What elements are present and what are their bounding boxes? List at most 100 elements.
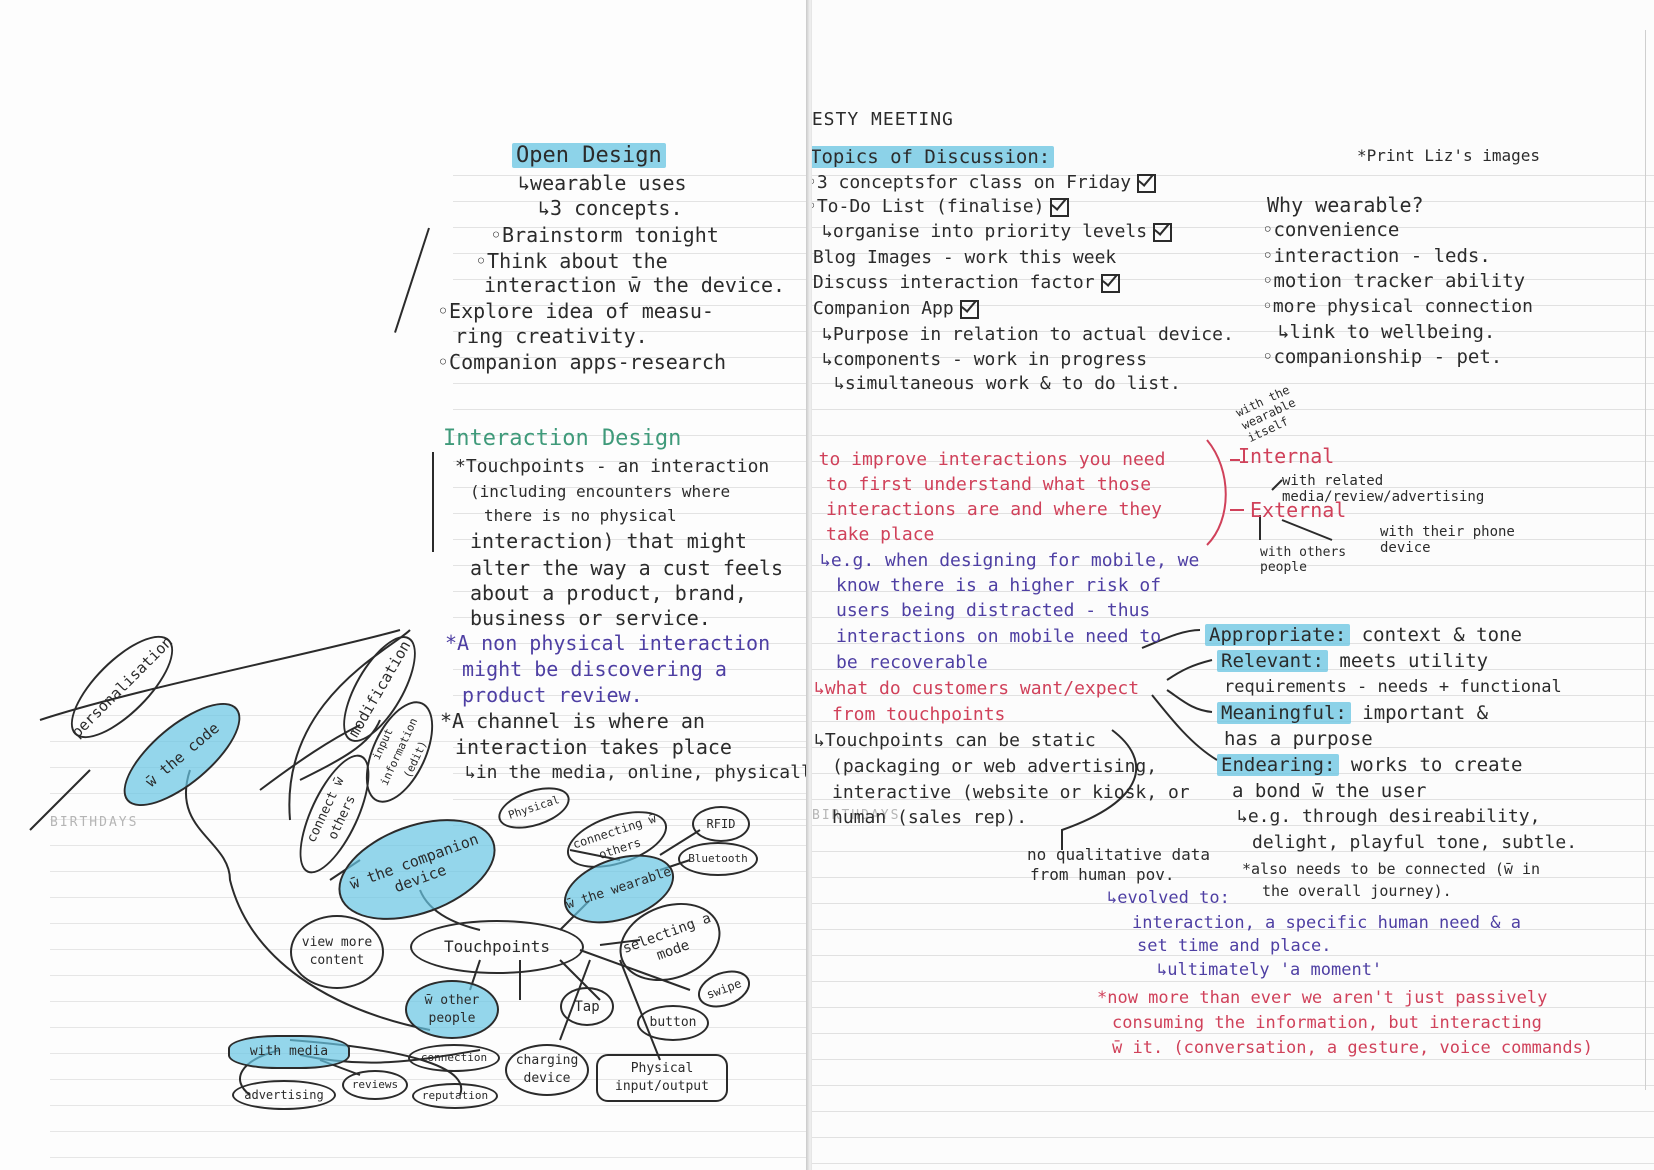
open-design-line: interaction w̄ the device.: [484, 273, 786, 297]
checkbox-checked-icon: [1137, 173, 1157, 193]
interaction-design-line: alter the way a cust feels: [470, 556, 784, 580]
external-note: with others people: [1260, 545, 1347, 575]
quality-line: *also needs to be connected (w̄ in: [1242, 860, 1541, 878]
improve-note-line: * to improve interactions you need: [812, 449, 1166, 470]
topic-item: ◦3 conceptsfor class on Friday: [812, 170, 1157, 196]
channel-line: interaction takes place: [455, 735, 732, 759]
why-wearable-item: ◦motion tracker ability: [1262, 270, 1526, 292]
topic-item: ↳Purpose in relation to actual device.: [822, 324, 1234, 345]
channel-line: ↳in the media, online, physically: [465, 762, 810, 783]
topic-item: ↳simultaneous work & to do list.: [834, 373, 1181, 394]
watermark: BIRTHDAYS: [50, 815, 139, 830]
open-design-line: ↳wearable uses: [518, 171, 687, 195]
quality-line: Appropriate: context & tone: [1205, 622, 1522, 648]
why-wearable-item: ◦more physical connection: [1262, 296, 1533, 317]
qualitative-note-line: no qualitative data: [1027, 845, 1211, 864]
interaction-design-line: (including encounters where: [470, 482, 731, 501]
evolved-line: set time and place.: [1137, 936, 1332, 956]
mindmap-node: with media: [228, 1035, 350, 1069]
notebook-binding: [806, 0, 814, 1170]
external-note: with related media/review/advertising: [1282, 473, 1485, 505]
qualitative-note-line: from human pov.: [1030, 865, 1175, 884]
quality-line: Meaningful: important &: [1217, 700, 1488, 726]
mindmap-node: w̄ other people: [405, 980, 499, 1039]
improve-note-line: to first understand what those: [826, 474, 1152, 495]
customers-want-line: ↳what do customers want/expect: [814, 678, 1140, 699]
connector-strokes: [1061, 439, 1333, 850]
meeting-heading: ZESTY MEETING: [812, 109, 954, 130]
static-line: ↳Touchpoints can be static: [814, 730, 1096, 751]
mobile-example-line: be recoverable: [836, 652, 988, 673]
non-physical-line: might be discovering a: [462, 657, 727, 681]
mindmap-node: button: [637, 1005, 709, 1041]
mobile-example-line: ↳e.g. when designing for mobile, we: [820, 550, 1200, 571]
open-design-line: ◦Think about the: [475, 249, 668, 273]
open-design-title: Open Design: [512, 143, 666, 169]
why-wearable-item: ◦interaction - leds.: [1262, 245, 1491, 267]
mindmap-node: view more content: [290, 915, 384, 989]
left-notebook-page: BIRTHDAYS Open Design ↳wearable uses ↳3 …: [0, 0, 810, 1170]
checkbox-checked-icon: [1153, 222, 1173, 242]
mindmap-node: Bluetooth: [678, 842, 758, 876]
topic-item: ◦Companion App: [812, 296, 979, 322]
interaction-design-title: Interaction Design: [443, 426, 682, 451]
interaction-design-line: interaction) that might: [470, 529, 747, 553]
interaction-design-line: there is no physical: [484, 506, 677, 525]
open-design-line: ◦Companion apps-research: [437, 350, 726, 374]
mobile-example-line: users being distracted - thus: [836, 600, 1151, 621]
mindmap-node: reviews: [342, 1070, 408, 1100]
final-note-line: consuming the information, but interacti…: [1112, 1013, 1542, 1033]
non-physical-line: *A non physical interaction: [445, 631, 771, 655]
page-edge: [1645, 30, 1646, 1090]
external-label: External: [1250, 498, 1347, 522]
mindmap-node: Touchpoints: [410, 920, 584, 974]
open-design-line: ◦Brainstorm tonight: [490, 223, 719, 247]
improve-note-line: take place: [826, 524, 935, 545]
improve-note-line: interactions are and where they: [826, 499, 1162, 520]
open-design-line: ↳3 concepts.: [538, 196, 683, 220]
topic-item: ◦Discuss interaction factor: [812, 270, 1120, 296]
topic-item: ◦To-Do List (finalise): [812, 194, 1070, 220]
why-wearable-title: Why wearable?: [1267, 193, 1424, 217]
static-line: (packaging or web advertising,: [832, 756, 1158, 777]
interaction-design-line: about a product, brand,: [470, 581, 747, 605]
final-note-line: *now more than ever we aren't just passi…: [1097, 988, 1548, 1008]
print-note: *Print Liz's images: [1357, 146, 1541, 165]
mindmap-node: connection: [408, 1044, 500, 1072]
static-line: interactive (website or kiosk, or: [832, 782, 1190, 803]
final-note-line: w̄ it. (conversation, a gesture, voice c…: [1112, 1038, 1594, 1058]
static-line: human (sales rep).: [832, 807, 1028, 828]
quality-line: delight, playful tone, subtle.: [1252, 832, 1578, 853]
internal-label: Internal: [1238, 444, 1335, 468]
external-note: with their phone device: [1380, 524, 1515, 556]
checkbox-checked-icon: [1050, 197, 1070, 217]
evolved-line: ↳evolved to:: [1107, 888, 1230, 908]
topic-item: ↳components - work in progress: [822, 349, 1148, 370]
checkbox-checked-icon: [959, 299, 979, 319]
mindmap-connectors: [29, 629, 701, 1096]
customers-want-line: from touchpoints: [832, 704, 1006, 725]
mobile-example-line: know there is a higher risk of: [836, 575, 1162, 596]
watermark: BIRTHDAYS: [812, 808, 901, 823]
quality-line: requirements - needs + functional: [1224, 677, 1562, 697]
open-design-line: ring creativity.: [455, 324, 648, 348]
why-wearable-item: ◦companionship - pet.: [1262, 346, 1503, 368]
quality-line: has a purpose: [1224, 728, 1373, 750]
topic-item: ◦Blog Images - work this week: [812, 247, 1117, 268]
evolved-line: interaction, a specific human need & a: [1132, 913, 1521, 933]
topics-title: Topics of Discussion:: [812, 144, 1055, 170]
mobile-example-line: interactions on mobile need to: [836, 626, 1162, 647]
evolved-line: ↳ultimately 'a moment': [1157, 960, 1383, 980]
topic-item: ↳organise into priority levels: [822, 219, 1173, 245]
mindmap-node: Physical input/output: [596, 1054, 728, 1102]
checkbox-checked-icon: [1100, 273, 1120, 293]
non-physical-line: product review.: [462, 683, 643, 707]
quality-line: ↳e.g. through desireability,: [1237, 806, 1541, 827]
quality-line: the overall journey).: [1262, 882, 1452, 900]
quality-line: a bond w̄ the user: [1232, 780, 1427, 802]
mindmap-node: Tap: [560, 987, 614, 1026]
quality-line: Endearing: works to create: [1217, 752, 1522, 778]
mindmap-node: RFID: [692, 806, 750, 842]
channel-line: *A channel is where an: [440, 709, 705, 733]
interaction-design-line: business or service.: [470, 606, 711, 630]
